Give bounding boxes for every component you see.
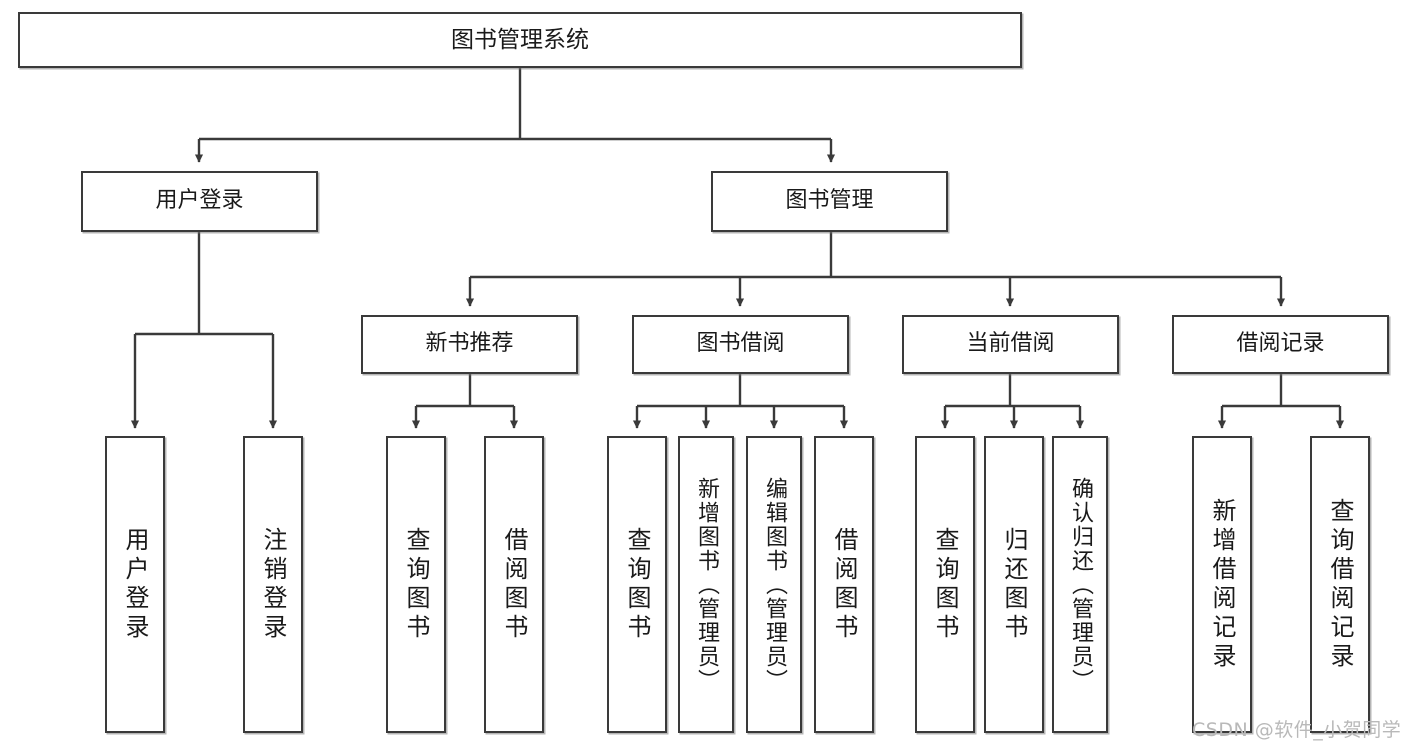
node-leaf-logout[interactable]: 注销登录 [243,436,303,733]
node-leaf-borrow-book-2-label: 借阅图书 [830,526,858,643]
node-leaf-borrow-book-1-label: 借阅图书 [500,526,528,643]
node-leaf-return-book-label: 归还图书 [1000,526,1028,643]
node-leaf-confirm-return-admin-label: 确认归还（管理员） [1068,476,1093,693]
node-leaf-edit-book-admin-label: 编辑图书（管理员） [762,476,787,693]
node-leaf-query-book-2[interactable]: 查询图书 [607,436,667,733]
node-leaf-query-book-3[interactable]: 查询图书 [915,436,975,733]
node-root-label: 图书管理系统 [451,26,589,53]
node-new-book-rec-label: 新书推荐 [425,331,514,357]
node-leaf-add-borrow-record[interactable]: 新增借阅记录 [1192,436,1252,733]
node-leaf-query-borrow-record-label: 查询借阅记录 [1326,497,1354,672]
node-leaf-user-login-label: 用户登录 [121,526,149,643]
node-root[interactable]: 图书管理系统 [18,12,1022,68]
node-leaf-query-book-1-label: 查询图书 [402,526,430,643]
node-leaf-query-borrow-record[interactable]: 查询借阅记录 [1310,436,1370,733]
node-current-borrow-label: 当前借阅 [966,331,1055,357]
node-leaf-user-login[interactable]: 用户登录 [105,436,165,733]
node-borrow-record[interactable]: 借阅记录 [1172,315,1389,374]
node-current-borrow[interactable]: 当前借阅 [902,315,1119,374]
node-new-book-rec[interactable]: 新书推荐 [361,315,578,374]
node-user-login[interactable]: 用户登录 [81,171,318,232]
node-leaf-query-book-3-label: 查询图书 [931,526,959,643]
node-borrow-record-label: 借阅记录 [1236,331,1325,357]
node-book-manage[interactable]: 图书管理 [711,171,948,232]
node-book-borrow-label: 图书借阅 [696,331,785,357]
node-book-borrow[interactable]: 图书借阅 [632,315,849,374]
node-leaf-borrow-book-1[interactable]: 借阅图书 [484,436,544,733]
node-leaf-query-book-1[interactable]: 查询图书 [386,436,446,733]
node-leaf-add-book-admin-label: 新增图书（管理员） [694,476,719,693]
node-leaf-borrow-book-2[interactable]: 借阅图书 [814,436,874,733]
node-user-login-label: 用户登录 [155,188,244,214]
csdn-watermark: CSDN @软件_小贺同学 [1192,719,1402,741]
node-leaf-add-book-admin[interactable]: 新增图书（管理员） [678,436,734,733]
node-leaf-query-book-2-label: 查询图书 [623,526,651,643]
node-leaf-add-borrow-record-label: 新增借阅记录 [1208,497,1236,672]
node-leaf-return-book[interactable]: 归还图书 [984,436,1044,733]
node-leaf-logout-label: 注销登录 [259,526,287,643]
node-book-manage-label: 图书管理 [785,188,874,214]
node-leaf-confirm-return-admin[interactable]: 确认归还（管理员） [1052,436,1108,733]
node-leaf-edit-book-admin[interactable]: 编辑图书（管理员） [746,436,802,733]
